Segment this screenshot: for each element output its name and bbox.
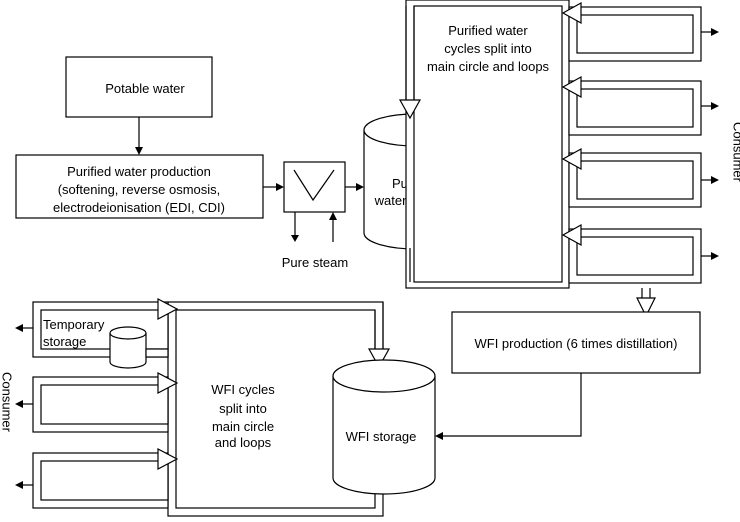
wfi-cycles-line-3: main circle	[212, 419, 274, 434]
wfi-production-label: WFI production (6 times distillation)	[474, 336, 677, 351]
temporary-storage-line-1: Temporary	[43, 317, 105, 332]
steam-in-arrow	[329, 212, 337, 242]
temporary-storage-line-2: storage	[43, 334, 86, 349]
wfi-production-box: WFI production (6 times distillation)	[451, 311, 701, 374]
pw-production-line-2: (softening, reverse osmosis,	[58, 182, 221, 197]
pw-circle-to-storage-arrow	[398, 6, 422, 120]
wfi-circle-to-storage-arrow	[367, 302, 391, 369]
pw-main-circle: Purified water cycles split into main ci…	[405, 0, 570, 289]
heat-exchanger	[283, 161, 346, 213]
steam-out-arrow	[291, 212, 299, 242]
consumer-left-label: Consumer	[0, 372, 15, 433]
wfi-production-to-storage-arrow	[435, 373, 582, 440]
temporary-storage-tank	[109, 326, 169, 369]
pure-steam-label: Pure steam	[282, 255, 348, 270]
pw-production-box: Purified water production (softening, re…	[15, 154, 264, 219]
pw-loop-1	[561, 1, 719, 62]
pw-cycles-line-1: Purified water	[448, 23, 528, 38]
potable-to-production-arrow	[135, 117, 143, 155]
production-to-exchanger-arrow	[263, 183, 284, 191]
pw-cycles-line-2: cycles split into	[444, 41, 531, 56]
pw-to-wfi-production-arrow	[636, 288, 656, 318]
wfi-storage-label: WFI storage	[346, 429, 417, 444]
consumer-right-label: Consumer	[731, 122, 740, 183]
pw-production-line-3: electrodeionisation (EDI, CDI)	[53, 200, 225, 215]
exchanger-to-storage-arrow	[345, 183, 364, 191]
wfi-cycles-line-1: WFI cycles	[211, 382, 275, 397]
wfi-cycles-line-2: split into	[219, 401, 267, 416]
wfi-loop-1	[15, 298, 179, 358]
potable-water-label: Potable water	[105, 81, 185, 96]
pw-loop-3	[561, 147, 719, 208]
pw-production-line-1: Purified water production	[67, 164, 211, 179]
wfi-storage-tank: WFI storage	[332, 359, 436, 495]
wfi-loop-2	[15, 372, 179, 433]
pw-loop-4	[561, 223, 719, 284]
pw-cycles-line-3: main circle and loops	[427, 59, 550, 74]
potable-water-box: Potable water	[65, 56, 213, 118]
wfi-loop-3	[15, 448, 179, 509]
pw-loop-2	[561, 75, 719, 136]
wfi-cycles-line-4: and loops	[215, 435, 272, 450]
